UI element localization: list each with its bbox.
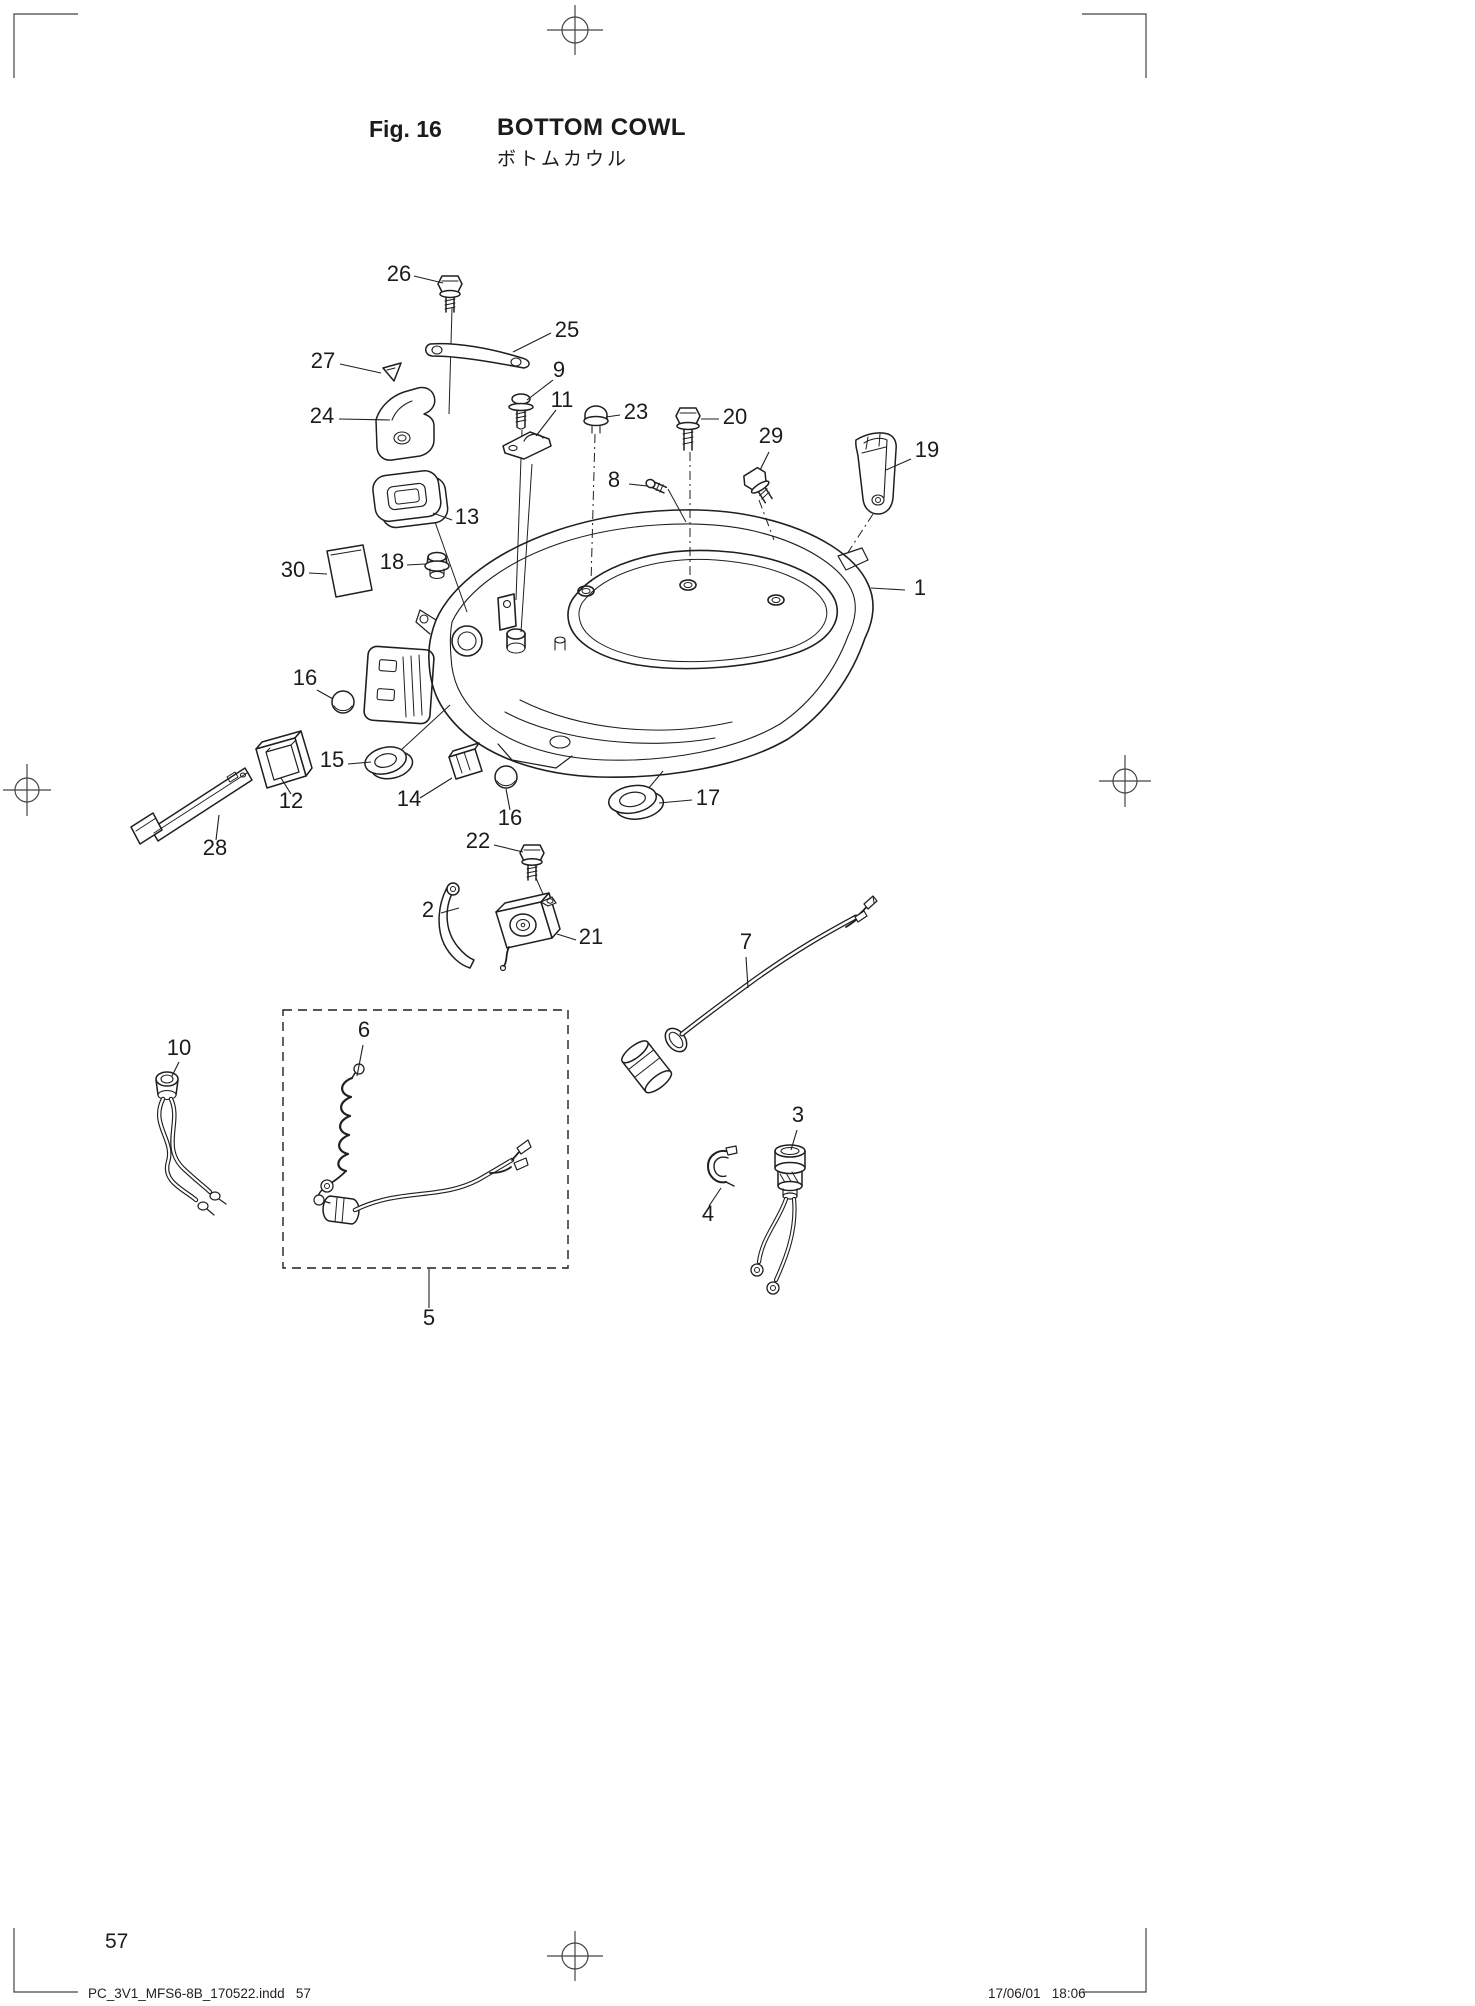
part-7-lanyard-switch-cable [621, 895, 878, 1094]
callout-10: 10 [167, 1035, 191, 1060]
part-5-stop-switch-assembly [313, 1139, 532, 1225]
part-8-screw [645, 478, 668, 494]
callout-18: 18 [380, 549, 404, 574]
callout-23: 23 [624, 399, 648, 424]
part-6-lanyard-cord [317, 1063, 365, 1202]
part-27-wedge-clip [382, 362, 402, 382]
part-10-switch-with-leads [155, 1071, 227, 1216]
callout-9: 9 [553, 357, 565, 382]
part-16-cap-a [331, 690, 355, 714]
callout-28: 28 [203, 835, 227, 860]
page-number: 57 [105, 1930, 129, 1953]
registration-marks [3, 5, 1151, 1993]
part-9-screw [508, 393, 534, 430]
assembly-lines [399, 307, 687, 902]
callout-25: 25 [555, 317, 579, 342]
callout-15: 15 [320, 747, 344, 772]
callout-29: 29 [759, 423, 783, 448]
part-16-cap-b [494, 765, 518, 789]
callout-30: 30 [281, 557, 305, 582]
part-24-hook-bracket [375, 386, 436, 461]
part-3-switch [750, 1144, 806, 1295]
callout-13: 13 [455, 504, 479, 529]
part-12-sleeve [255, 730, 313, 789]
footer-datetime: 17/06/01 18:06 [988, 1986, 1086, 2001]
callout-17: 17 [696, 785, 720, 810]
callout-20: 20 [723, 404, 747, 429]
part-20-bolt [675, 407, 701, 451]
part-22-bolt [519, 844, 545, 881]
callout-5: 5 [423, 1305, 435, 1330]
alignment-lines [590, 433, 874, 584]
part-11-cable-clamp [502, 431, 552, 460]
callout-8: 8 [608, 467, 620, 492]
part-23-cap-grommet [583, 405, 609, 434]
part-29-bolt [743, 466, 773, 504]
part-19-side-bracket [855, 432, 897, 515]
callout-3: 3 [792, 1102, 804, 1127]
callout-19: 19 [915, 437, 939, 462]
callout-16-a: 16 [293, 665, 317, 690]
callout-24: 24 [310, 403, 334, 428]
callout-27: 27 [311, 348, 335, 373]
page-title: BOTTOM COWL [497, 114, 687, 141]
part-15-oval-grommet [364, 746, 414, 780]
part-4-clip [707, 1145, 738, 1187]
part-13-rect-grommet [372, 470, 449, 529]
callout-1: 1 [914, 575, 926, 600]
part-26-bolt [437, 275, 463, 313]
callout-11: 11 [551, 387, 574, 412]
part-17-oval-grommet [608, 784, 665, 820]
part-18-bushing [424, 551, 450, 580]
part-14-block [448, 742, 483, 780]
leader-lines [171, 275, 912, 1308]
callout-26: 26 [387, 261, 411, 286]
callout-16-b: 16 [498, 805, 522, 830]
part-25-strap-bracket [425, 342, 530, 369]
callout-21: 21 [579, 924, 603, 949]
part-2-curved-bracket [438, 882, 475, 969]
part-21-ignition-coil [495, 892, 561, 972]
callout-14: 14 [397, 786, 421, 811]
callout-22: 22 [466, 828, 490, 853]
group-box-5 [282, 1009, 569, 1269]
part-28-rod [130, 767, 253, 845]
part-30-pad [326, 544, 373, 598]
part-1-bottom-cowl [363, 509, 874, 779]
figure-label: Fig. 16 [369, 116, 442, 142]
callout-4: 4 [702, 1201, 714, 1226]
footer-filename: PC_3V1_MFS6-8B_170522.indd 57 [88, 1986, 311, 2001]
callout-labels: 26 25 27 9 24 11 23 20 29 19 8 13 30 18 … [167, 261, 939, 1330]
callout-7: 7 [740, 929, 752, 954]
callout-6: 6 [358, 1017, 370, 1042]
page-title-japanese: ボトムカウル [497, 149, 630, 170]
callout-12: 12 [279, 788, 303, 813]
callout-2: 2 [422, 897, 434, 922]
